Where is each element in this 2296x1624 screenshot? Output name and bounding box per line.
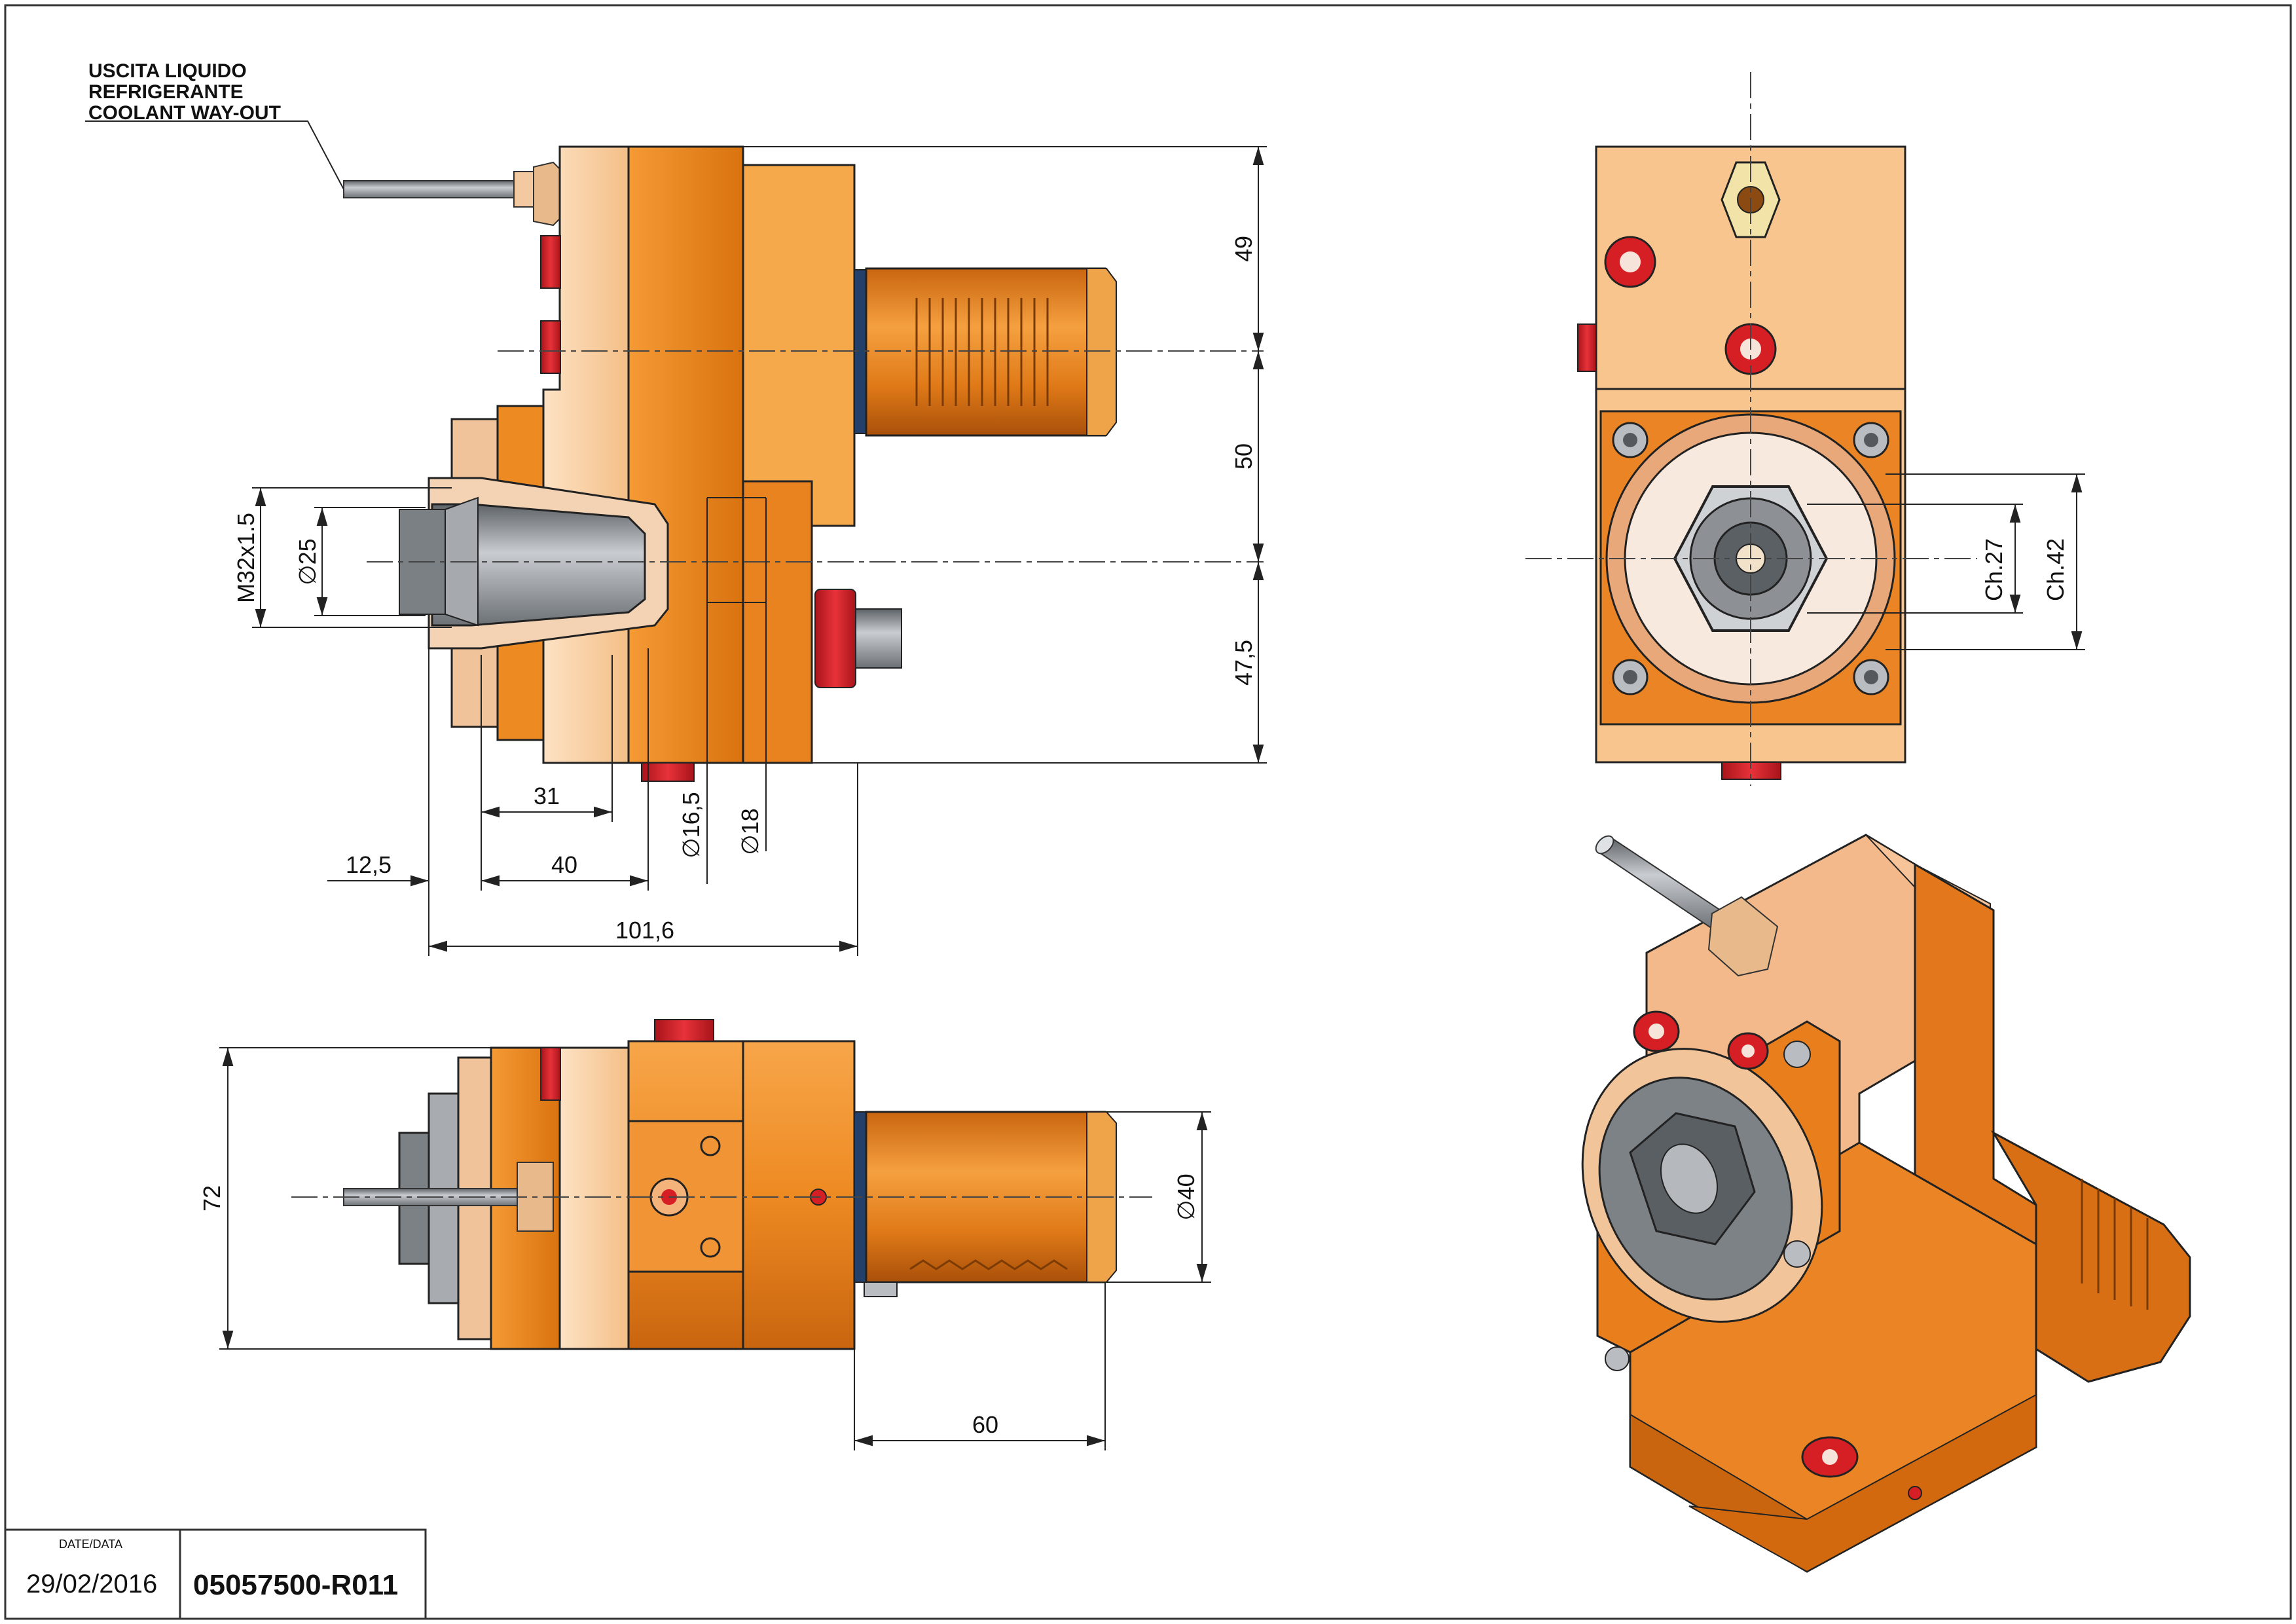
side-plug-nut bbox=[855, 608, 902, 669]
pipe-nut bbox=[533, 161, 560, 227]
dim-31: 31 bbox=[534, 783, 560, 809]
top-red-plug-2 bbox=[540, 1047, 561, 1101]
drive-shank bbox=[865, 267, 1106, 437]
iso-pipe-nut bbox=[1707, 896, 1779, 977]
side-plug bbox=[814, 589, 856, 688]
note-line-1: USCITA LIQUIDO bbox=[88, 60, 247, 82]
end-dim-lines bbox=[1807, 473, 2085, 650]
main-body bbox=[627, 145, 744, 764]
dim-72: 72 bbox=[198, 1185, 225, 1211]
front-centerlines bbox=[367, 350, 1264, 563]
isometric-view bbox=[1581, 834, 2191, 1573]
top-plate bbox=[558, 1046, 630, 1350]
title-block: DATE/DATA 29/02/2016 05057500-R011 bbox=[4, 1528, 427, 1620]
upper-housing bbox=[742, 164, 856, 527]
sheet-border bbox=[4, 4, 2292, 1620]
drawing-code: 05057500-R011 bbox=[193, 1569, 398, 1601]
note-leader bbox=[85, 120, 344, 190]
dim-thread: M32x1.5 bbox=[232, 513, 259, 603]
note-line-3: COOLANT WAY-OUT bbox=[88, 102, 281, 124]
er-collet bbox=[431, 503, 646, 627]
lower-block bbox=[742, 480, 813, 764]
end-red-plug-3 bbox=[1577, 323, 1597, 372]
dim-49: 49 bbox=[1230, 236, 1257, 262]
iso-coolant-pipe bbox=[1596, 837, 1730, 931]
front-view: USCITA LIQUIDO REFRIGERANTE COOLANT WAY-… bbox=[85, 60, 1267, 956]
shank-tip bbox=[1086, 268, 1117, 436]
end-centerlines bbox=[1525, 72, 1977, 786]
top-housing bbox=[742, 1040, 856, 1350]
dim-50: 50 bbox=[1230, 443, 1257, 470]
end-view: Ch.27 Ch.42 bbox=[1525, 72, 2085, 786]
date-value: 29/02/2016 bbox=[26, 1570, 157, 1598]
iso-screw-1 bbox=[1783, 1041, 1811, 1068]
dim-101-6: 101,6 bbox=[615, 917, 674, 944]
dim-d16-5: ∅16,5 bbox=[678, 792, 704, 858]
dim-ch42: Ch.42 bbox=[2042, 538, 2069, 601]
dim-12-5: 12,5 bbox=[346, 851, 392, 878]
top-view: 72 ∅40 60 bbox=[198, 1019, 1211, 1450]
front-dim-lines bbox=[252, 146, 1267, 956]
top-teeth bbox=[909, 1259, 1068, 1270]
dim-d40: ∅40 bbox=[1173, 1173, 1199, 1220]
red-plug-1 bbox=[540, 235, 561, 289]
dim-47-5: 47,5 bbox=[1230, 640, 1257, 686]
dim-60: 60 bbox=[972, 1411, 998, 1438]
top-dim-lines bbox=[219, 1047, 1211, 1450]
iso-screw-2 bbox=[1783, 1240, 1811, 1268]
red-plug-3 bbox=[641, 762, 695, 782]
dim-40: 40 bbox=[551, 851, 577, 878]
dim-ch27: Ch.27 bbox=[1980, 538, 2007, 601]
date-label: DATE/DATA bbox=[59, 1538, 122, 1551]
iso-shank-teeth bbox=[2081, 1179, 2149, 1310]
dim-d18: ∅18 bbox=[737, 808, 763, 855]
pipe-fitting bbox=[513, 171, 534, 208]
shank-teeth bbox=[915, 298, 1049, 406]
title-block-frame bbox=[4, 1528, 427, 1620]
dim-d25: ∅25 bbox=[294, 538, 321, 585]
corner-screws bbox=[1612, 422, 1889, 695]
coolant-pipe bbox=[343, 180, 515, 198]
top-red-plug-1 bbox=[654, 1019, 714, 1042]
note-line-2: REFRIGERANTE bbox=[88, 81, 244, 103]
red-plug-2 bbox=[540, 320, 561, 374]
iso-screw-3 bbox=[1605, 1346, 1630, 1371]
